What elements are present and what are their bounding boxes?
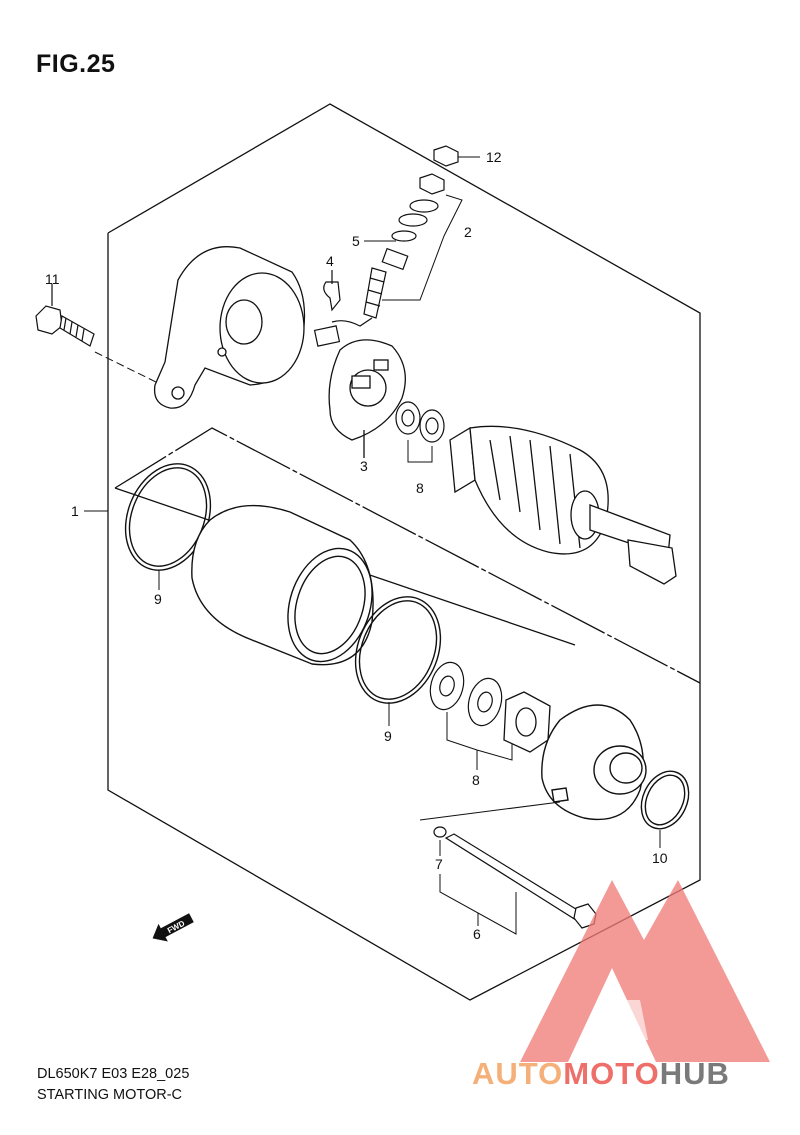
watermark-part-hub: HUB [660,1056,730,1091]
callout-8-lower: 8 [472,772,480,788]
callout-10: 10 [652,850,668,866]
rear-end-cap [153,246,306,409]
retainer-plate [503,691,551,753]
callout-6: 6 [473,926,481,942]
yoke-housing [191,504,374,666]
callout-12: 12 [486,149,502,165]
callout-3: 3 [360,458,368,474]
armature [449,425,677,585]
front-bracket [541,704,647,821]
callout-1: 1 [71,503,79,519]
figure-title: FIG.25 [36,50,116,78]
brush-plate-3 [328,339,406,458]
callout-labels: 12 2 5 4 11 3 8 1 9 9 8 7 6 10 [45,149,668,942]
brush-spring-4 [313,270,373,347]
callout-4: 4 [326,253,334,269]
watermark-wordmark: AUTOMOTOHUB [472,1056,730,1091]
watermark-triangle-logo [520,880,770,1062]
washers-8-upper [395,401,445,443]
callout-2: 2 [464,224,472,240]
callout-9-middle: 9 [384,728,392,744]
bolt-11 [35,284,95,347]
washers-8-lower [429,661,503,727]
footer-section-name: STARTING MOTOR-C [37,1087,182,1103]
callout-8-upper: 8 [416,480,424,496]
o-ring-9-middle [354,596,442,704]
footer-model-code: DL650K7 E03 E28_025 [37,1066,190,1082]
forward-direction-badge: FWD [152,913,194,942]
stack-brackets [364,156,480,301]
callout-5: 5 [352,233,360,249]
callout-9-top: 9 [154,591,162,607]
svg-text:AUTOMOTOHUB: AUTOMOTOHUB [472,1056,730,1091]
callout-11: 11 [45,271,60,287]
terminal-stack [363,145,459,319]
callout-7: 7 [435,856,443,872]
watermark-part-auto: AUTO [472,1056,563,1091]
through-bolt-6 [433,826,597,929]
o-ring-10 [640,770,690,830]
watermark-part-moto: MOTO [563,1056,659,1091]
